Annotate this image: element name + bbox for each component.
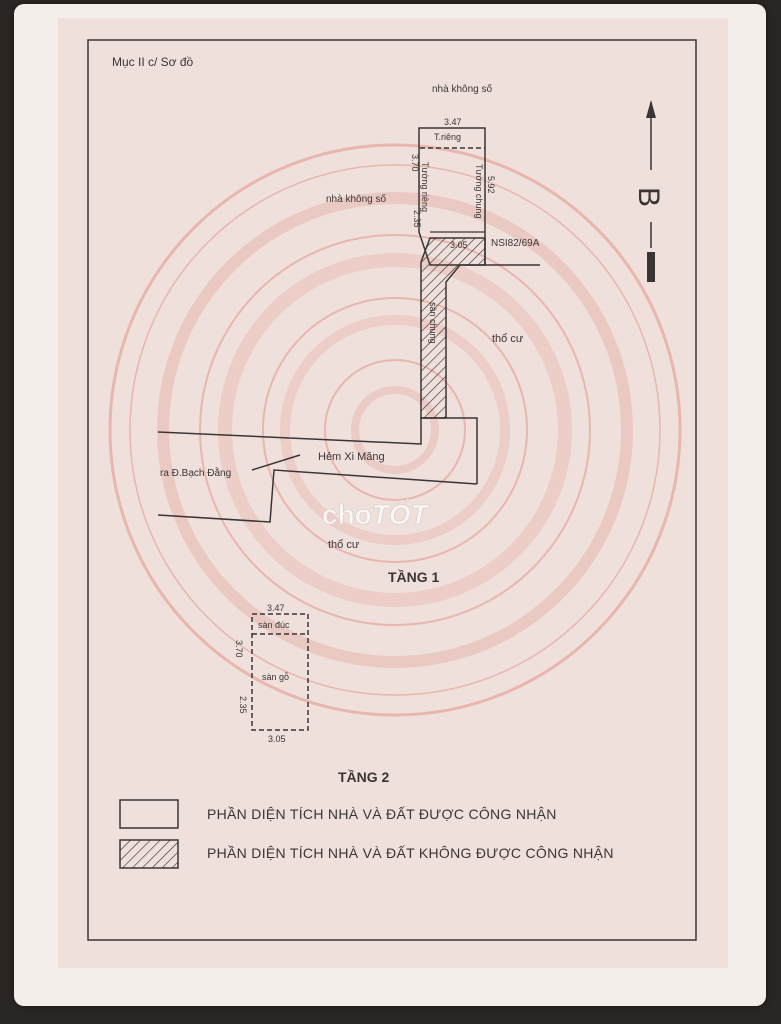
west-neighbor-label: nhà không số	[326, 193, 386, 205]
unrecognized-passage-area	[420, 237, 486, 419]
passage-label: sân chung	[428, 302, 438, 344]
chotot-watermark: choTỐT	[322, 498, 431, 530]
floor2-dim-top: 3.47	[267, 603, 285, 613]
dim-bottom: 3.05	[450, 240, 468, 250]
watermark-part1: cho	[322, 499, 372, 530]
south-land-label: thổ cư	[328, 539, 360, 551]
floor2-dim-bottom: 3.05	[268, 734, 286, 744]
legend-unrecognized-swatch	[119, 839, 179, 869]
street-exit-label: ra Đ.Bạch Đằng	[160, 466, 231, 479]
north-arrow-icon	[646, 100, 656, 282]
address-label: NSI82/69A	[491, 238, 540, 249]
floor2-dim-left-b: 2.35	[238, 696, 248, 714]
floor1-label: TẦNG 1	[388, 569, 440, 585]
dim-left-a: 3.70	[410, 154, 420, 172]
east-land-label: thổ cư	[492, 333, 524, 345]
floor2-outline	[251, 613, 309, 731]
dim-top: 3.47	[444, 117, 462, 127]
private-wall-left: Tường riêng	[420, 162, 430, 212]
private-wall-top: T.riêng	[434, 132, 461, 142]
bronze-drum-seal-watermark	[108, 143, 682, 717]
shared-wall: Tường chung	[474, 164, 484, 218]
compass-letter: B	[632, 187, 665, 207]
dim-left-b: 2.35	[412, 210, 422, 228]
section-heading: Mục II c/ Sơ đồ	[112, 55, 194, 69]
legend-recognized-swatch	[119, 799, 179, 829]
drawing-frame	[87, 39, 697, 941]
legend-recognized-text: PHẦN DIỆN TÍCH NHÀ VÀ ĐẤT ĐƯỢC CÔNG NHẬN	[207, 806, 557, 822]
north-neighbor-label: nhà không số	[432, 83, 492, 95]
legend-unrecognized-text: PHẦN DIỆN TÍCH NHÀ VÀ ĐẤT KHÔNG ĐƯỢC CÔN…	[207, 845, 614, 861]
alley-name: Hẻm Xi Măng	[318, 451, 385, 463]
concrete-floor-label: sàn đúc	[258, 620, 290, 630]
floor2-dim-left-a: 3.70	[234, 640, 244, 658]
wood-floor-label: sàn gỗ	[262, 672, 289, 682]
dim-right: 5.92	[486, 176, 496, 194]
lot-boundary-lines	[157, 264, 540, 523]
floor2-label: TẦNG 2	[338, 769, 390, 785]
watermark-part2: TỐT	[372, 498, 431, 530]
